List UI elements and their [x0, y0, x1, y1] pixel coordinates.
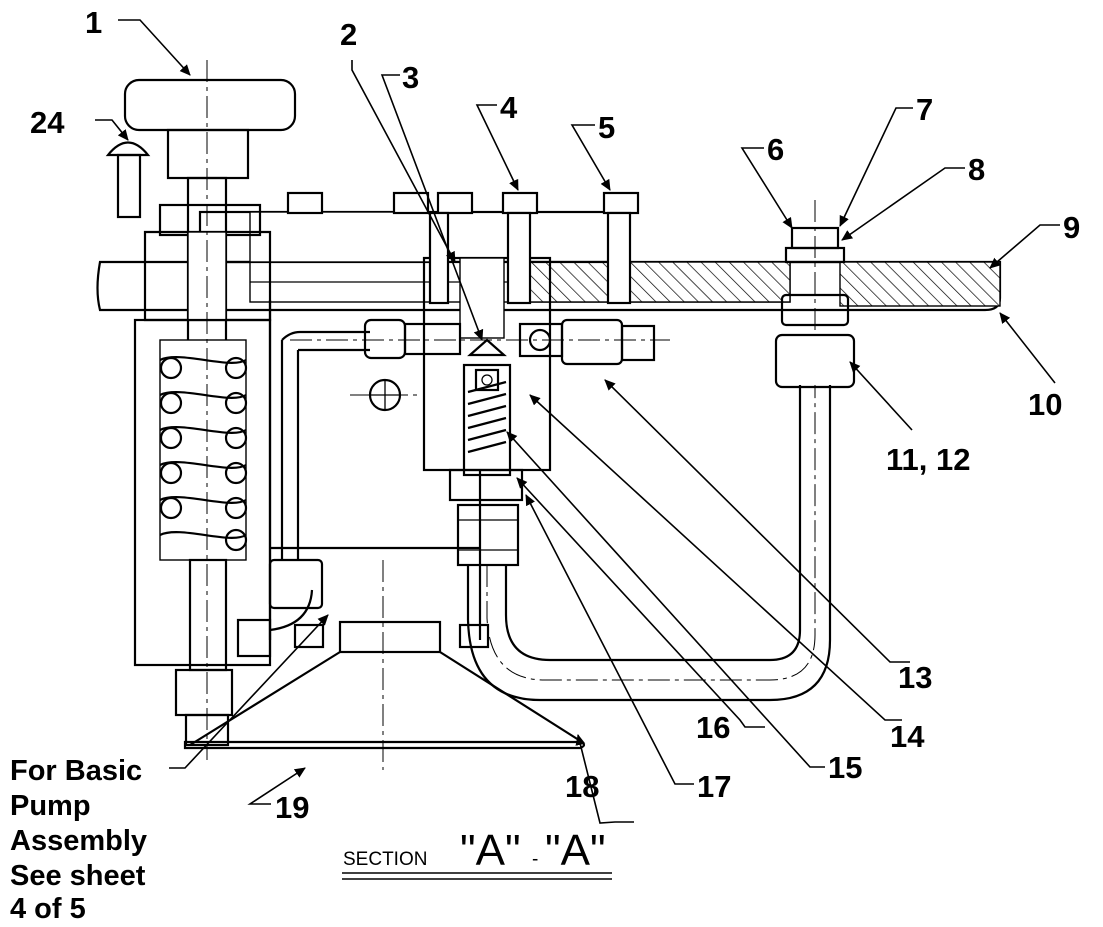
- callout-11-12: 11, 12: [886, 442, 970, 477]
- callout-9: 9: [1063, 210, 1080, 245]
- return-tube: [466, 385, 832, 702]
- section-dash: -: [532, 849, 538, 870]
- screw-24: [105, 141, 151, 219]
- callout-3: 3: [402, 60, 419, 95]
- section-label: SECTION "A" - "A": [342, 826, 612, 880]
- spring-coils: [159, 356, 248, 552]
- callout-19: 19: [275, 790, 309, 825]
- note-line-3: Assembly: [10, 825, 147, 857]
- callout-17: 17: [697, 769, 731, 804]
- note-line-2: Pump: [10, 790, 91, 822]
- callout-6: 6: [767, 132, 784, 167]
- basic-pump-note: For Basic Pump Assembly See sheet 4 of 5: [10, 755, 147, 925]
- callout-8: 8: [968, 152, 985, 187]
- section-letter-2: "A": [545, 826, 606, 875]
- right-connector: [774, 200, 856, 389]
- callout-4: 4: [500, 90, 518, 125]
- relief-valve: [448, 338, 524, 567]
- section-letter-1: "A": [460, 826, 521, 875]
- callout-10: 10: [1028, 387, 1062, 422]
- callout-18: 18: [565, 769, 599, 804]
- pump-assembly: [105, 60, 370, 760]
- section-word: SECTION: [343, 849, 427, 870]
- leader-lines: [95, 19, 1060, 824]
- cap-screws: [286, 191, 640, 305]
- callout-2: 2: [340, 17, 357, 52]
- callout-labels: 1 2 3 4 5 6 7 8 9 10 11, 12 13 14 15 16 …: [30, 5, 1080, 825]
- top-plate: [96, 260, 1002, 312]
- callout-14: 14: [890, 719, 925, 754]
- callout-1: 1: [85, 5, 102, 40]
- note-line-5: 4 of 5: [10, 893, 86, 925]
- callout-16: 16: [696, 710, 730, 745]
- callout-24: 24: [30, 105, 65, 140]
- callout-13: 13: [898, 660, 932, 695]
- callout-5: 5: [598, 110, 615, 145]
- note-line-4: See sheet: [10, 860, 146, 892]
- callout-7: 7: [916, 92, 933, 127]
- note-line-1: For Basic: [10, 755, 142, 787]
- manifold-block: [198, 191, 640, 472]
- callout-15: 15: [828, 750, 862, 785]
